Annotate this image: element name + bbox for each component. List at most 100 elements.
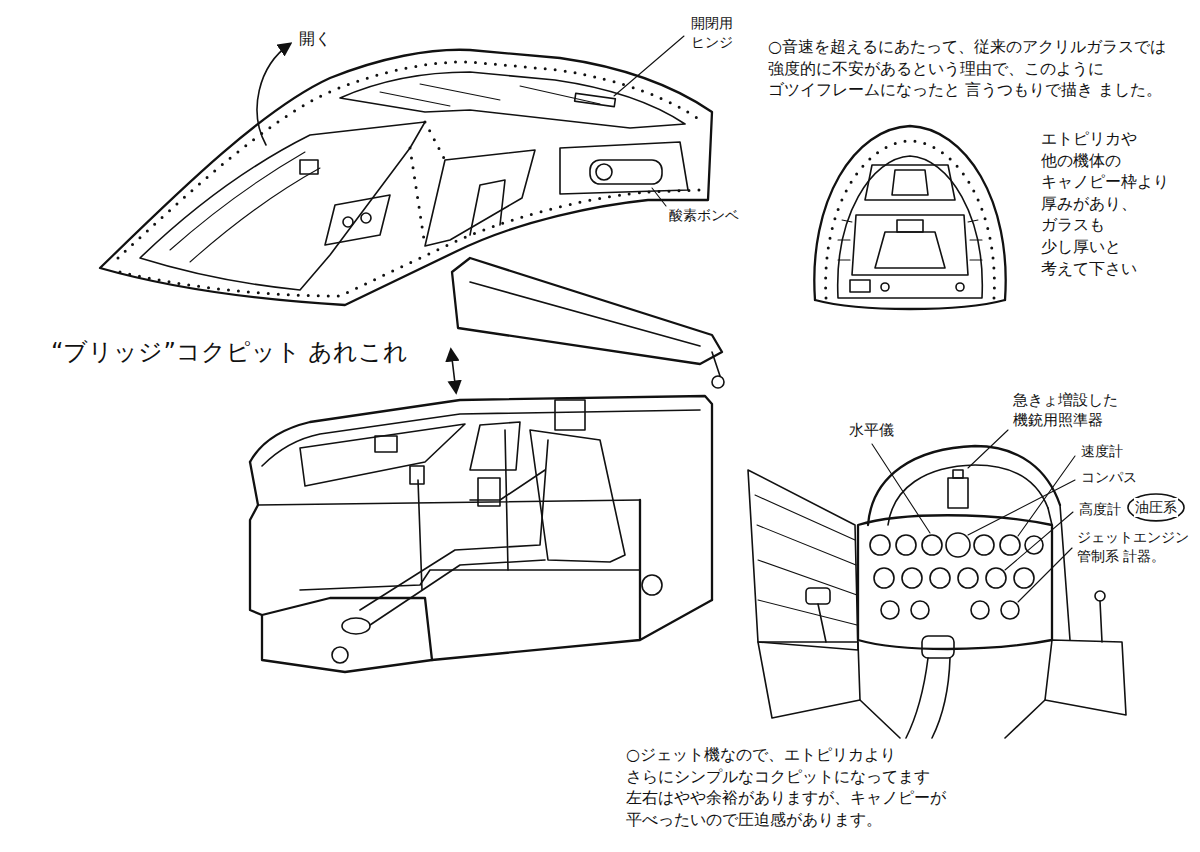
canopy-arch: [814, 126, 1005, 300]
side-window: [425, 150, 535, 246]
part-label: コンパス: [1080, 468, 1138, 487]
headrest: [555, 400, 585, 430]
windshield-frame: [140, 122, 425, 290]
gauge: [958, 568, 978, 588]
leader-line: [1005, 512, 1073, 570]
floor-line: [860, 700, 1045, 738]
gauge: [881, 283, 889, 291]
control-stick: [906, 658, 950, 738]
instrument-box: [850, 280, 870, 292]
gauge: [1000, 535, 1020, 555]
stick-grip: [410, 466, 424, 484]
pilot-figure: [360, 440, 548, 625]
right-console: [1045, 640, 1126, 715]
rear-window: [560, 142, 688, 194]
gauge: [930, 568, 950, 588]
gauge: [946, 533, 970, 557]
part-label: ジェットエンジン管制系 計器。: [1076, 528, 1194, 566]
part-label: 開く: [298, 28, 332, 50]
cockpit-interior-view: [748, 430, 1126, 738]
left-console: [758, 642, 860, 718]
sheet-title: “ブリッジ”コクピット あれこれ: [50, 336, 410, 368]
center-window: [852, 215, 968, 275]
headrest: [897, 220, 923, 232]
seat: [892, 170, 928, 195]
lever-knob: [1095, 591, 1105, 601]
label-circle: [1128, 494, 1184, 521]
seat-back: [470, 180, 505, 235]
gauge: [956, 283, 964, 291]
throttle-grip: [806, 588, 830, 604]
frame-slats: [838, 220, 982, 260]
hinge-pin: [712, 376, 724, 388]
gauge: [971, 601, 989, 619]
glass-reflection: [380, 84, 600, 106]
top-window: [865, 165, 955, 200]
throttle: [818, 604, 826, 642]
gauge: [986, 568, 1006, 588]
hinge-mark: [575, 93, 616, 106]
hinge-strut: [712, 352, 720, 376]
frame-pole: [505, 430, 508, 570]
raised-canopy: [452, 258, 722, 364]
gauge: [922, 535, 942, 555]
instrument-panel: [325, 195, 390, 245]
gauge: [974, 535, 994, 555]
pilot-foot: [342, 618, 370, 634]
part-label: 急きょ増設した 機銃用照準器: [1012, 390, 1134, 431]
part-label: 速度計: [1080, 442, 1124, 461]
rivet-row: [120, 190, 700, 296]
foot-well: [262, 598, 432, 672]
circled-label: 油圧系: [1134, 498, 1178, 517]
raised-canopy-frame: [470, 282, 700, 346]
body-line: [258, 500, 640, 505]
side-lever: [1100, 601, 1102, 642]
rear-opening: [470, 422, 520, 470]
bottle-valve: [596, 164, 612, 180]
cockpit-side-cutaway: [250, 258, 724, 672]
gunsight: [300, 160, 318, 174]
part-label: 水平儀: [848, 420, 895, 440]
part-label: 開閉用 ヒンジ: [690, 14, 754, 52]
canopy-base: [815, 300, 1005, 309]
gauge: [902, 568, 922, 588]
note-text: ○ジェット機なので、エトピリカより さらにシンプルなコクピットになってます 左右…: [625, 744, 1057, 830]
open-close-arrow: [451, 350, 456, 392]
gauge: [881, 601, 899, 619]
note-text: エトピリカや 他の機体の キャノピー枠より 厚みがあり、 ガラスも 少し厚いと …: [1040, 128, 1182, 279]
gauge: [361, 213, 371, 223]
canopy-front-view: [814, 126, 1005, 309]
gauge: [343, 217, 353, 227]
leader-line: [968, 430, 1008, 468]
leader-line: [968, 480, 1075, 535]
gauge: [874, 568, 894, 588]
leader-line: [1018, 456, 1075, 536]
cockpit-floor: [300, 570, 640, 590]
canopy-frame: [262, 410, 700, 466]
fuselage-top: [250, 396, 712, 600]
leader-line: [872, 444, 930, 533]
frame-bolt: [642, 575, 662, 595]
control-stick: [418, 480, 422, 590]
rivet-row: [826, 141, 995, 298]
gauge: [896, 535, 916, 555]
gun-sight-top: [953, 470, 963, 478]
fuselage-bottom: [432, 500, 712, 660]
canopy-arch: [868, 446, 1060, 525]
label-marks: [1128, 494, 1184, 521]
part-label: 酸素ボンベ: [668, 206, 740, 225]
open-arrow: [257, 44, 290, 145]
gauge: [870, 535, 890, 555]
part-label: 高度計: [1078, 500, 1122, 519]
oxygen-bottle: [590, 160, 662, 184]
stick-grip: [922, 636, 954, 658]
gun-sight: [948, 478, 968, 508]
canopy-outline: [100, 50, 712, 305]
instrument-panel: [858, 515, 1052, 649]
frame-bolt: [332, 647, 348, 663]
glass-reflection: [170, 152, 320, 262]
canopy-oblique: [100, 36, 712, 305]
fuselage-nose: [250, 462, 262, 615]
